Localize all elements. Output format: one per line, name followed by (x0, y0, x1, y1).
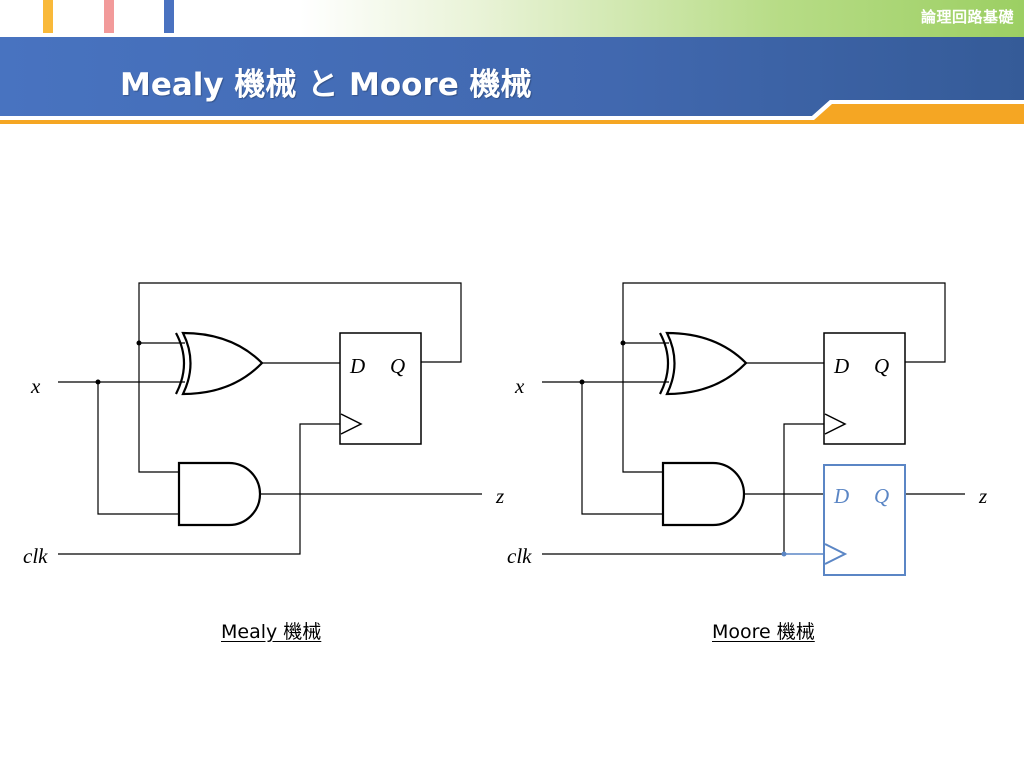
mealy-ff-q-label: Q (390, 354, 405, 378)
mealy-junction-1 (136, 340, 142, 346)
mealy-clk-wire (58, 423, 340, 555)
moore-flip-flop-1 (823, 332, 906, 445)
mealy-and-in1-wire (138, 343, 178, 473)
stripe-orange (43, 0, 53, 33)
mealy-x-label: x (30, 374, 41, 398)
moore-junction-clk (781, 551, 787, 557)
moore-clk-label: clk (507, 544, 532, 568)
moore-clk-ff1-wire (783, 423, 824, 554)
mealy-and-in2-wire (97, 382, 178, 515)
moore-feedback-wire (622, 282, 946, 363)
mealy-ff-d-label: D (349, 354, 365, 378)
slide-title: Mealy 機械 と Moore 機械 (120, 67, 532, 103)
mealy-circuit (58, 282, 482, 555)
mealy-xor-gate (175, 331, 264, 396)
moore-junction-2 (579, 379, 585, 385)
moore-z-label: z (978, 484, 987, 508)
moore-x-label: x (514, 374, 525, 398)
mealy-clk-label: clk (23, 544, 48, 568)
moore-ff2-q-label: Q (874, 484, 889, 508)
moore-circuit (542, 282, 965, 555)
mealy-caption: Mealy 機械 (221, 621, 322, 643)
moore-junction-1 (620, 340, 626, 346)
moore-ff1-q-label: Q (874, 354, 889, 378)
mealy-junction-2 (95, 379, 101, 385)
mealy-and-gate (177, 461, 262, 527)
moore-and-in2-wire (581, 382, 662, 515)
stripe-blue (164, 0, 174, 33)
stripe-pink (104, 0, 114, 33)
moore-and-in1-wire (622, 343, 662, 473)
accent-stripe (0, 104, 1024, 124)
moore-xor-gate (659, 331, 748, 396)
title-accent (0, 100, 1024, 130)
course-name: 論理回路基礎 (920, 8, 1014, 26)
moore-ff2-d-label: D (833, 484, 849, 508)
moore-caption: Moore 機械 (712, 621, 815, 643)
moore-flip-flop-2 (784, 464, 906, 576)
moore-ff1-d-label: D (833, 354, 849, 378)
mealy-z-label: z (495, 484, 504, 508)
mealy-feedback-wire (138, 282, 462, 363)
moore-and-gate (661, 461, 746, 527)
mealy-flip-flop (339, 332, 422, 445)
